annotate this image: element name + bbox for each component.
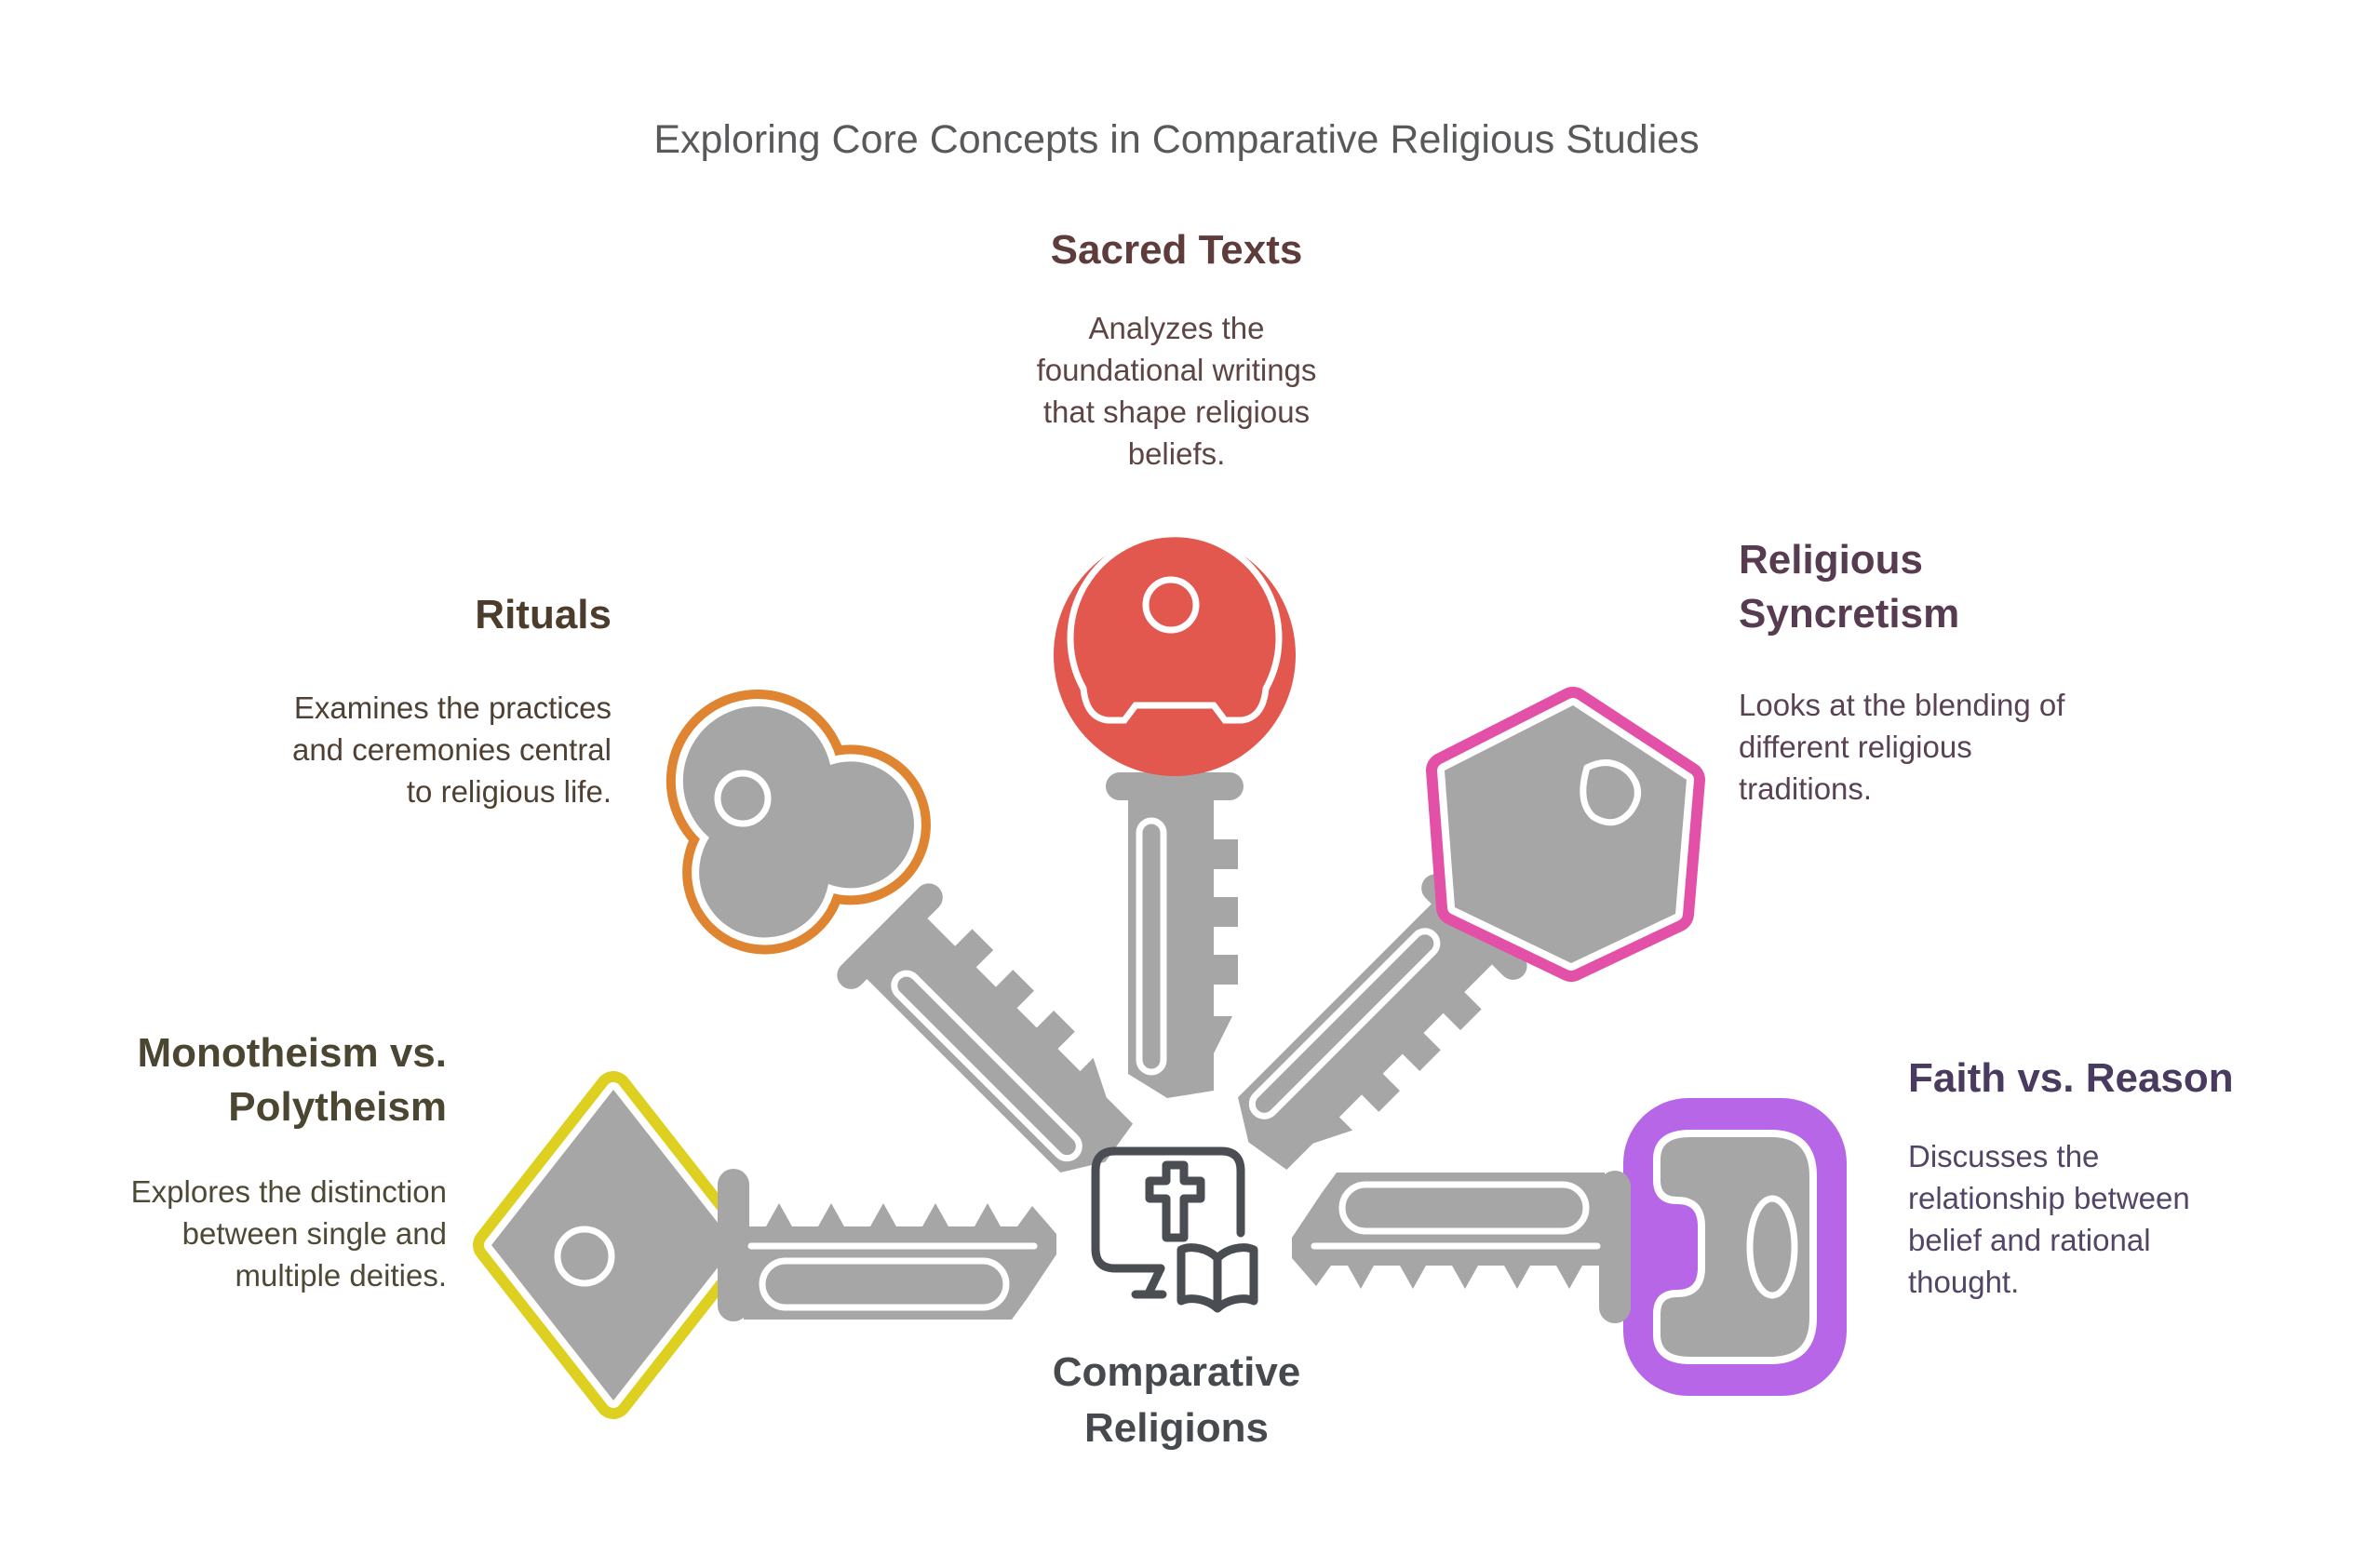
key-head-inner-line: [1067, 530, 1283, 724]
key-sacred-texts-icon: [1054, 530, 1296, 1098]
topic-heading: Rituals: [475, 592, 612, 637]
key-head: [473, 1071, 754, 1419]
topic-heading: Religious Syncretism: [1739, 537, 1960, 637]
monitor-stand: [1131, 1264, 1167, 1299]
key-religious-syncretism-icon: [1205, 687, 1705, 1196]
key-rituals-icon: [666, 690, 1159, 1205]
key-hole: [1746, 1195, 1798, 1299]
topic-description: Looks at the blending of different relig…: [1739, 688, 2065, 806]
topic-heading: Sacred Texts: [1050, 227, 1303, 273]
topic-description: Analyzes the foundational writings that …: [1036, 311, 1317, 471]
key-blade: [1106, 772, 1244, 1098]
key-hole: [714, 770, 772, 827]
topic-heading: Monotheism vs. Polytheism: [137, 1030, 448, 1130]
key-blade: [1292, 1171, 1631, 1323]
topic-description: Explores the distinction between single …: [130, 1174, 447, 1293]
key-head: [1426, 687, 1705, 982]
key-blade: [718, 1169, 1056, 1321]
key-hole: [554, 1226, 615, 1287]
monitor-cross-book-icon: [1091, 1146, 1258, 1313]
key-blade: [831, 878, 1159, 1205]
center-label: Comparative Religions: [1052, 1349, 1301, 1451]
cross-icon: [1145, 1160, 1205, 1242]
key-faith-vs-reason-icon: [1292, 1098, 1847, 1396]
topic-heading: Faith vs. Reason: [1908, 1055, 2234, 1101]
key-head: [666, 690, 931, 955]
topic-description: Discusses the relationship between belie…: [1908, 1139, 2190, 1299]
topic-description: Examines the practices and ceremonies ce…: [291, 690, 612, 809]
monitor-outline: [1091, 1146, 1245, 1273]
key-head: [1054, 534, 1296, 776]
key-hole: [1142, 576, 1200, 634]
open-book-icon: [1176, 1243, 1258, 1313]
key-head: [1623, 1098, 1847, 1396]
key-monotheism-icon: [473, 1071, 1056, 1419]
page-title: Exploring Core Concepts in Comparative R…: [653, 117, 1700, 162]
key-hole: [1580, 759, 1641, 826]
